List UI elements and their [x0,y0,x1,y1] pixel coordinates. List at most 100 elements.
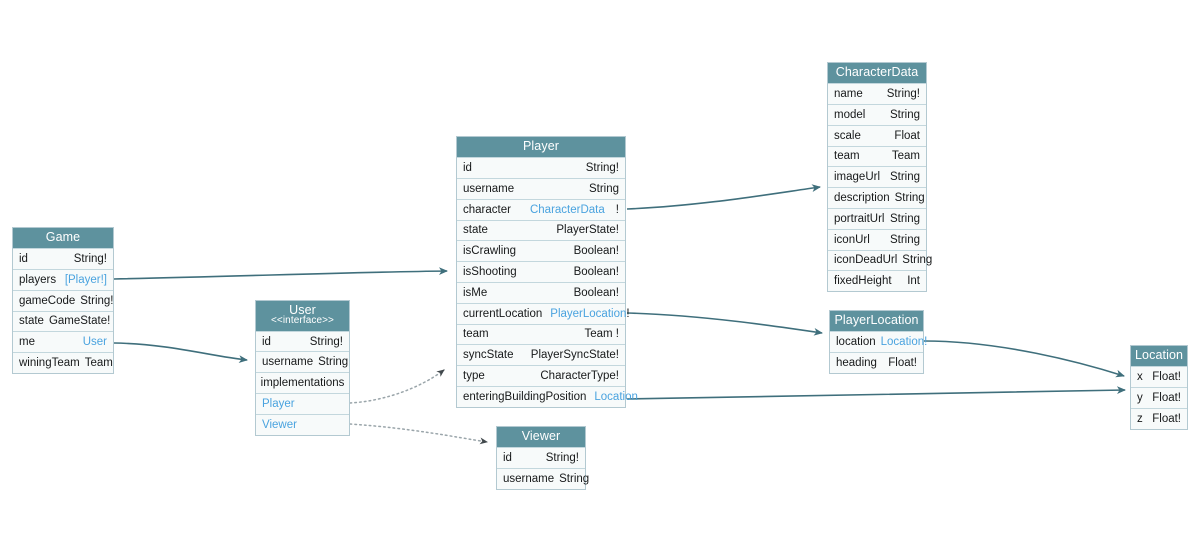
field-type: String! [73,253,107,266]
table-row[interactable]: team Team ! [457,323,625,345]
entity-user-title: User <<interface>> [256,301,349,331]
table-row[interactable]: description String [828,187,926,208]
entity-playerlocation-title: PlayerLocation [830,311,923,332]
table-row[interactable]: me User [13,331,113,353]
table-row[interactable]: state GameState! [13,310,113,332]
table-row[interactable]: state PlayerState! [457,219,625,241]
table-row[interactable]: currentLocation PlayerLocation! [457,302,630,324]
field-name: heading [836,356,877,369]
table-row-implementation-viewer[interactable]: Viewer [256,413,349,435]
field-name: currentLocation [463,307,543,320]
field-name: isShooting [463,266,517,278]
field-type[interactable]: CharacterData [529,203,605,216]
field-name: type [463,369,485,382]
edge-player-character-to-characterdata [626,184,821,210]
field-type: String [318,356,349,369]
table-row[interactable]: gameCode String! [13,289,114,311]
field-name: team [834,150,860,163]
field-type[interactable]: Location! [880,336,928,349]
field-type: String [588,182,619,195]
field-type: PlayerSyncState! [530,349,619,362]
edge-user-viewer-impl [349,423,488,445]
field-name: syncState [463,349,514,362]
table-row[interactable]: x Float! [1131,366,1187,387]
field-name: iconUrl [834,233,870,246]
table-row[interactable]: username String [457,177,625,199]
table-row[interactable]: model String [828,103,926,125]
table-row[interactable]: isShooting Boolean! [457,261,625,282]
table-row[interactable]: winingTeam Team [13,352,113,373]
field-name: team [463,328,489,341]
table-row[interactable]: fixedHeight Int [828,270,926,292]
table-row[interactable]: isMe Boolean! [457,281,625,303]
table-row[interactable]: id String! [497,447,585,468]
field-name[interactable]: Player [262,397,295,410]
entity-game-title: Game [13,228,113,249]
field-type: String! [80,294,114,307]
edge-game-players-to-player [113,267,448,280]
entity-game[interactable]: Game id String! players [Player!] gameCo… [12,227,114,374]
field-name: winingTeam [19,357,80,369]
table-row[interactable]: y Float! [1131,386,1187,408]
entity-user[interactable]: User <<interface>> id String! username S… [255,300,350,436]
field-type: Float! [1152,371,1181,384]
field-type: String [889,212,920,225]
field-name: z [1137,412,1143,425]
table-row[interactable]: character CharacterData! [457,198,625,220]
table-row[interactable]: name String! [828,83,926,104]
table-row[interactable]: imageUrl String [828,166,926,188]
table-row[interactable]: isCrawling Boolean! [457,240,625,262]
field-type: Boolean! [573,245,619,258]
field-name: implementations [260,377,345,390]
field-name: location [836,336,876,349]
table-row[interactable]: type CharacterType! [457,365,625,386]
field-name: y [1137,391,1143,404]
field-type: String [889,171,920,184]
table-row[interactable]: id String! [13,248,113,269]
field-type[interactable]: Location [594,390,638,403]
entity-viewer[interactable]: Viewer id String! username String [496,426,589,490]
table-row[interactable]: enteringBuildingPosition Location [457,385,638,407]
field-name: character [463,203,511,216]
entity-playerlocation[interactable]: PlayerLocation location Location! headin… [829,310,927,374]
field-type: GameState! [48,315,111,328]
table-row[interactable]: username String [497,467,589,489]
table-row[interactable]: username String [256,351,349,373]
table-row[interactable]: players [Player!] [13,268,113,290]
field-name: state [19,315,44,328]
field-type: String! [886,88,920,101]
field-type: Team [84,357,113,369]
field-type: Float! [888,356,917,369]
table-row[interactable]: scale Float [828,124,926,146]
field-type[interactable]: [Player!] [64,273,107,286]
table-row[interactable]: z Float! [1131,407,1187,429]
entity-location[interactable]: Location x Float! y Float! z Float! [1130,345,1188,430]
field-name: imageUrl [834,171,881,184]
field-type: String [889,108,920,121]
table-row[interactable]: id String! [457,157,625,178]
field-type: Team ! [584,328,619,341]
entity-characterdata[interactable]: CharacterData name String! model String … [827,62,932,293]
field-type: String! [545,452,579,465]
edge-player-enteringbuilding-to-location [626,386,1126,400]
field-name: gameCode [19,294,76,307]
table-row-implementation-player[interactable]: Player [256,393,349,414]
field-name[interactable]: Viewer [262,418,297,431]
field-type[interactable]: PlayerLocation [550,307,627,320]
table-row[interactable]: location Location! [830,331,927,352]
entity-viewer-title: Viewer [497,427,585,448]
table-row[interactable]: syncState PlayerSyncState! [457,344,625,366]
field-type[interactable]: User [82,336,107,349]
field-type: PlayerState! [556,224,619,237]
edge-user-player-impl [349,369,445,404]
table-row[interactable]: heading Float! [830,351,923,373]
table-row[interactable]: iconUrl String [828,228,926,250]
entity-player[interactable]: Player id String! username String charac… [456,136,638,408]
field-name: description [834,192,890,204]
edge-player-currentlocation-to-playerlocation [626,312,823,336]
table-row[interactable]: iconDeadUrl String [828,249,932,271]
table-row[interactable]: portraitUrl String [828,207,926,229]
table-row[interactable]: id String! [256,330,349,352]
field-name: x [1137,371,1143,384]
table-row[interactable]: team Team [828,145,926,167]
